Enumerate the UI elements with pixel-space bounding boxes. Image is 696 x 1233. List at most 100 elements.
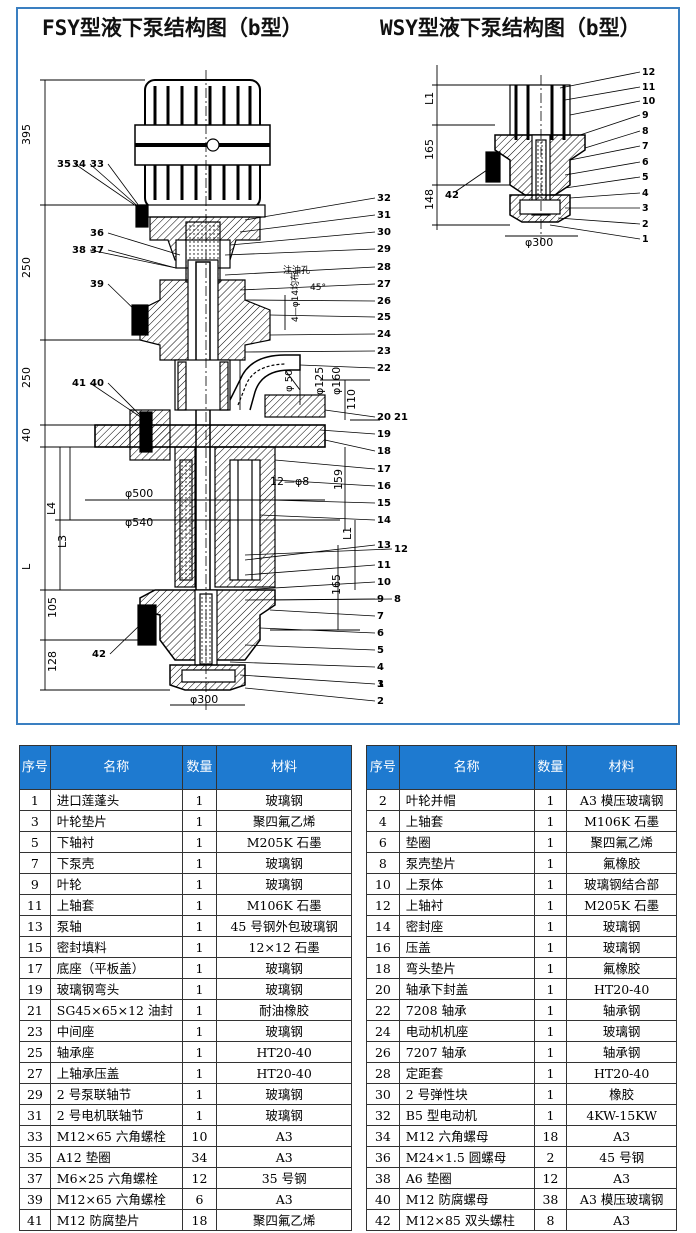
part-callout: 27 xyxy=(377,279,391,290)
part-callout: 4 xyxy=(377,662,384,673)
dim-L1: L1 xyxy=(341,527,354,540)
dim-128: 128 xyxy=(46,651,59,672)
part-no: 7 xyxy=(19,852,51,874)
part-callout: 42 xyxy=(92,649,106,660)
part-callout: 5 xyxy=(642,172,649,183)
leader-line xyxy=(229,661,376,668)
part-name: 上轴承压盖 xyxy=(49,1062,183,1084)
part-material: 聚四氟乙烯 xyxy=(566,831,677,853)
part-callout: 23 xyxy=(377,346,391,357)
part-name: 底座（平板盖） xyxy=(49,957,183,979)
leader-line xyxy=(549,224,641,240)
part-name: 叶轮垫片 xyxy=(49,810,183,832)
part-no: 42 xyxy=(366,1209,400,1231)
leader-line xyxy=(239,674,376,685)
part-qty: 1 xyxy=(533,978,568,1000)
leader-line xyxy=(269,314,376,318)
part-material: 45 号钢外包玻璃钢 xyxy=(216,915,352,937)
part-no: 11 xyxy=(19,894,51,916)
holes-note: 4—φ14均布 xyxy=(289,272,301,322)
part-qty: 6 xyxy=(181,1188,218,1210)
part-callout: 2 xyxy=(642,219,649,230)
leader-line xyxy=(584,130,641,149)
part-name: M12×85 双头螺柱 xyxy=(398,1209,535,1231)
part-material: A3 xyxy=(566,1167,677,1189)
part-no: 36 xyxy=(366,1146,400,1168)
part-no: 40 xyxy=(366,1188,400,1210)
part-material: 玻璃钢 xyxy=(216,873,352,895)
part-qty: 38 xyxy=(533,1188,568,1210)
part-name: 2 号泵联轴节 xyxy=(49,1083,183,1105)
part-callout: 37 xyxy=(90,245,104,256)
part-material: 耐油橡胶 xyxy=(216,999,352,1021)
part-no: 30 xyxy=(366,1083,400,1105)
part-material: 轴承钢 xyxy=(566,999,677,1021)
part-material: A3 xyxy=(216,1188,352,1210)
part-name: 密封填料 xyxy=(49,936,183,958)
part-no: 23 xyxy=(19,1020,51,1042)
part-no: 6 xyxy=(366,831,400,853)
part-qty: 10 xyxy=(181,1125,218,1147)
part-callout: 7 xyxy=(377,611,384,622)
part-name: 2 号电机联轴节 xyxy=(49,1104,183,1126)
part-no: 9 xyxy=(19,873,51,895)
part-callout: 40 xyxy=(90,378,104,389)
leader-line xyxy=(107,382,146,421)
part-callout: 22 xyxy=(377,363,391,374)
part-no: 15 xyxy=(19,936,51,958)
part-material: 玻璃钢 xyxy=(216,1083,352,1105)
part-qty: 34 xyxy=(181,1146,218,1168)
part-qty: 1 xyxy=(533,852,568,874)
part-name: 上泵体 xyxy=(398,873,535,895)
part-material: HT20-40 xyxy=(216,1041,352,1063)
leader-line xyxy=(569,192,641,199)
dim-L3: L3 xyxy=(56,535,69,548)
part-material: 玻璃钢 xyxy=(216,1020,352,1042)
part-callout: 30 xyxy=(377,227,391,238)
part-callout: 26 xyxy=(377,296,391,307)
leader-line xyxy=(107,163,143,211)
part-qty: 1 xyxy=(181,978,218,1000)
part-name: 泵壳垫片 xyxy=(398,852,535,874)
part-material: 氟橡胶 xyxy=(566,957,677,979)
part-qty: 1 xyxy=(533,936,568,958)
part-material: 玻璃钢结合部 xyxy=(566,873,677,895)
part-qty: 12 xyxy=(533,1167,568,1189)
part-qty: 1 xyxy=(181,789,218,811)
leader-line xyxy=(89,382,146,421)
part-callout: 1 xyxy=(642,234,649,245)
leader-line xyxy=(244,687,376,702)
part-material: A3 模压玻璃钢 xyxy=(566,1188,677,1210)
dim-phi125: φ125 xyxy=(313,367,326,395)
dim-phi540: φ540 xyxy=(125,516,153,529)
part-no: 34 xyxy=(366,1125,400,1147)
leader-line xyxy=(274,479,376,487)
leader-line xyxy=(239,581,376,591)
part-no: 39 xyxy=(19,1188,51,1210)
part-callout: 28 xyxy=(377,262,391,273)
part-material: 玻璃钢 xyxy=(216,1104,352,1126)
part-name: 下轴衬 xyxy=(49,831,183,853)
fsy-title: FSY型液下泵结构图（b型） xyxy=(42,16,303,40)
part-material: 玻璃钢 xyxy=(216,789,352,811)
part-callout: 11 xyxy=(642,82,655,93)
part-name: B5 型电动机 xyxy=(398,1104,535,1126)
part-callout: 38 xyxy=(72,245,86,256)
part-callout: 29 xyxy=(377,244,391,255)
part-name: 泵轴 xyxy=(49,915,183,937)
